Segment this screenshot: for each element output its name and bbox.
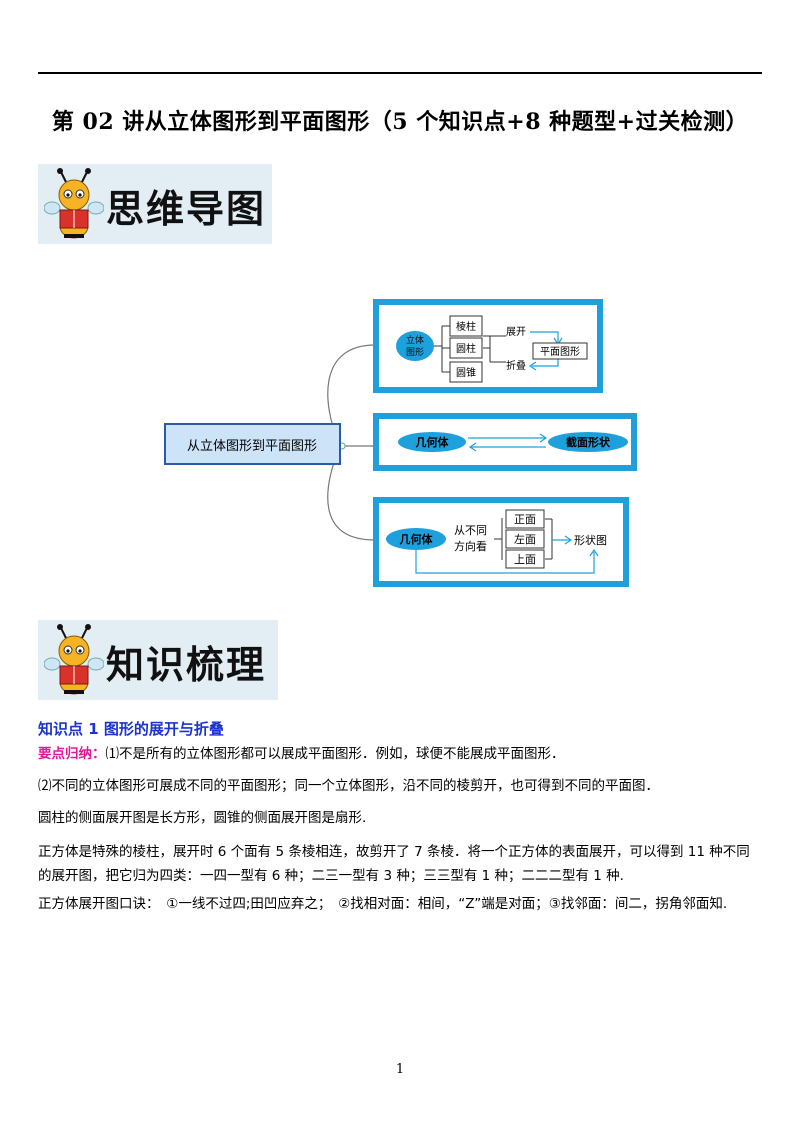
- root-node: [164, 423, 341, 465]
- different-directions-label-1: 从不同: [454, 524, 487, 537]
- left-view-label: 左面: [514, 533, 536, 546]
- solid-shape-ellipse: [396, 331, 434, 361]
- unfold-arrow: [530, 331, 559, 342]
- plane-figure-label: 平面图形: [540, 346, 580, 358]
- cylinder-label: 圆柱: [456, 342, 476, 355]
- solid-ellipse-2: [398, 432, 466, 452]
- section-shape-label: 截面形状: [566, 435, 611, 449]
- prism-label: 棱柱: [456, 320, 476, 333]
- paragraph-4: 正方体是特殊的棱柱，展开时 6 个面有 5 条棱相连，故剪开了 7 条棱．将一个…: [38, 844, 750, 884]
- plane-figure-box: [532, 342, 588, 360]
- fold-arrow: [532, 358, 559, 367]
- front-view-box: [505, 509, 545, 529]
- paragraph-3: 圆柱的侧面展开图是长方形，圆锥的侧面展开图是扇形.: [38, 810, 367, 826]
- cone-label: 圆锥: [456, 367, 476, 379]
- root-node-label: 从立体图形到平面图形: [187, 439, 317, 454]
- solid-shape-label-2: 图形: [406, 346, 424, 358]
- cylinder-box: [449, 337, 483, 359]
- front-view-label: 正面: [514, 513, 536, 526]
- knowledge-banner-title: 知识梳理: [106, 643, 267, 687]
- solid-label-2: 几何体: [416, 435, 450, 449]
- view-shape-label: 形状图: [574, 533, 607, 547]
- top-view-label: 上面: [514, 553, 536, 566]
- knowledge-point-heading: 知识点 1 图形的展开与折叠: [38, 720, 224, 738]
- section-ellipse: [548, 432, 628, 452]
- paragraph-2: ⑵不同的立体图形可展成不同的平面图形；同一个立体图形，沿不同的棱剪开，也可得到不…: [38, 778, 659, 794]
- fold-label: 折叠: [506, 359, 526, 372]
- solid-ellipse-3: [386, 528, 446, 550]
- prism-box: [449, 315, 483, 337]
- paragraph-5: 正方体展开图口诀： ①一线不过四;田凹应弃之； ②找相对面：相间，“Z”端是对面…: [38, 896, 728, 912]
- knowledge-banner: 知识梳理: [38, 620, 278, 700]
- top-rule: [38, 72, 762, 74]
- top-view-box: [505, 549, 545, 569]
- summary-label: 要点归纳：: [38, 746, 106, 762]
- branch-unfold-frame: [373, 299, 603, 393]
- document-title: 第 02 讲从立体图形到平面图形（5 个知识点+8 种题型+过关检测）: [51, 109, 749, 135]
- mind-map-diagram: 从立体图形到平面图形 立体 图形 棱柱 圆柱 圆锥 展开 折叠 平面图形 几何体…: [164, 299, 637, 587]
- paragraph-1: 要点归纳：⑴不是所有的立体图形都可以展成平面图形．例如，球便不能展成平面图形．: [38, 742, 762, 766]
- bee-reading-icon: [44, 168, 104, 239]
- mindmap-banner-title: 思维导图: [106, 187, 267, 231]
- solid-shape-label-1: 立体: [406, 334, 424, 346]
- page-number: 1: [395, 1062, 405, 1077]
- different-directions-label-2: 方向看: [454, 539, 487, 553]
- cone-box: [449, 361, 483, 383]
- return-arrow: [415, 550, 595, 574]
- left-view-box: [505, 529, 545, 549]
- paragraph-1-text: ⑴不是所有的立体图形都可以展成平面图形．例如，球便不能展成平面图形．: [105, 746, 565, 762]
- mindmap-banner: 思维导图: [38, 164, 272, 244]
- unfold-label: 展开: [506, 326, 526, 338]
- solid-label-3: 几何体: [400, 532, 434, 546]
- bee-reading-icon: [44, 624, 104, 695]
